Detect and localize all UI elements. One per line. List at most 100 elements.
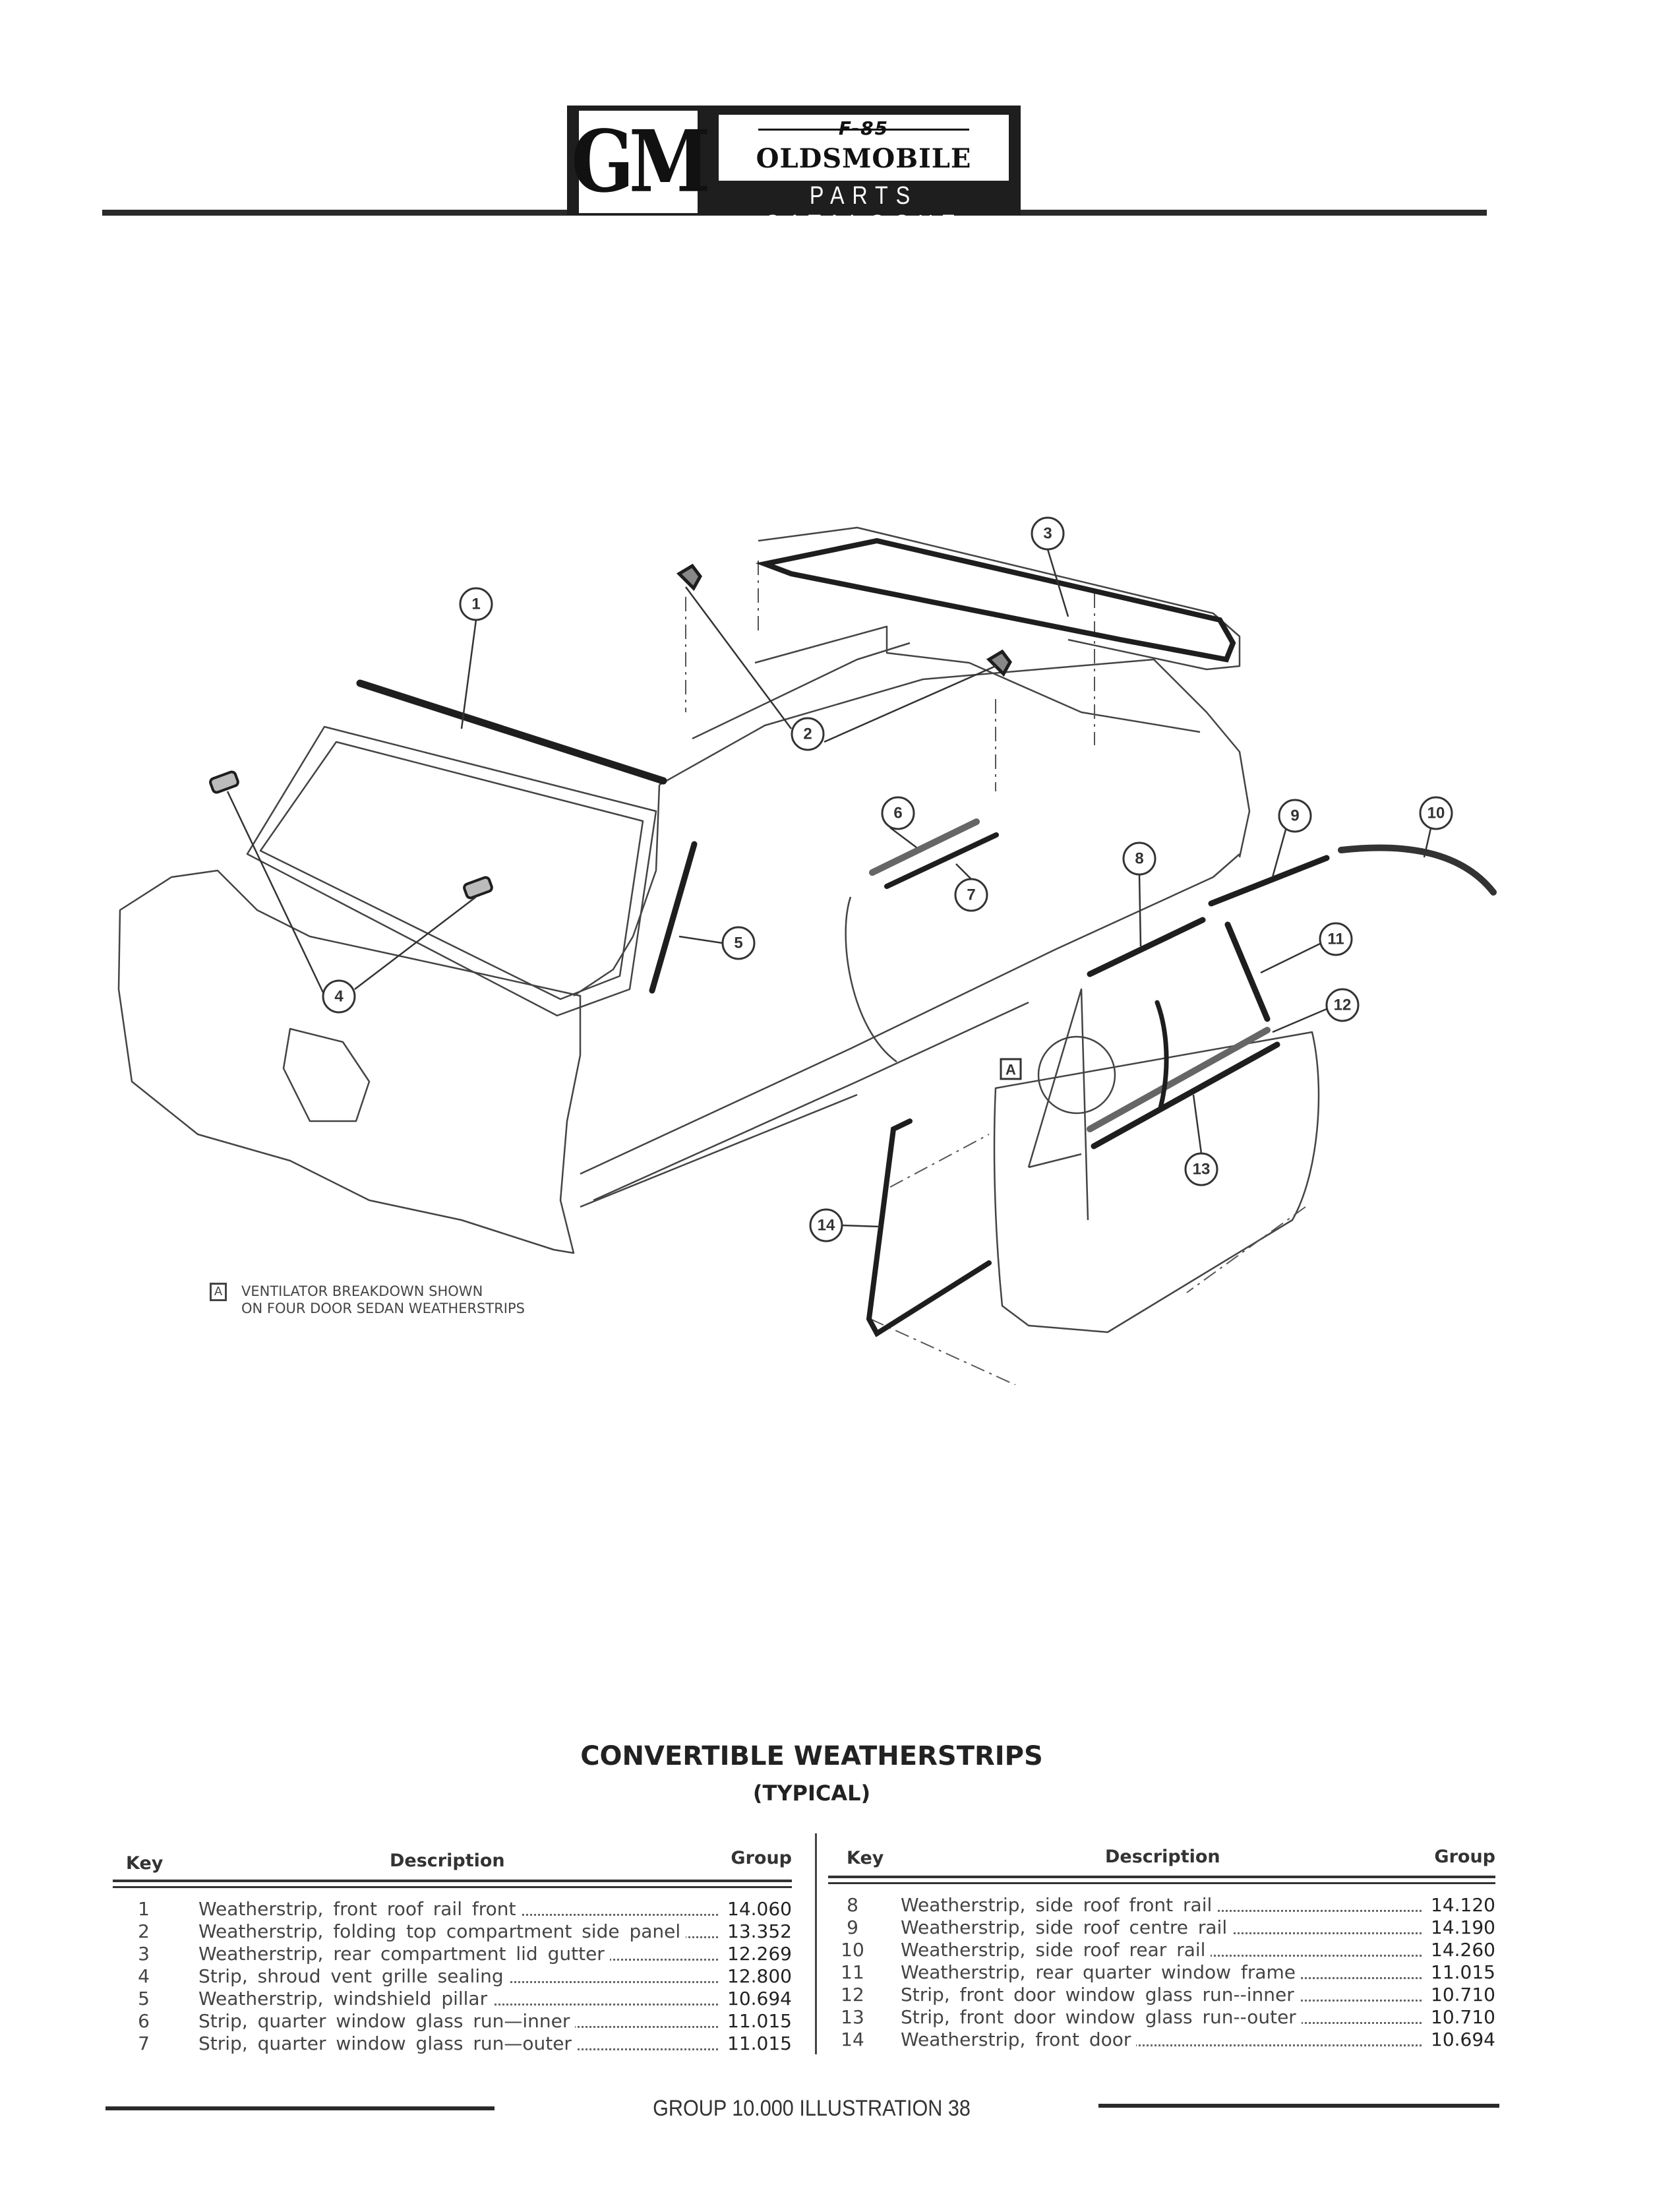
table-row: 8 Weatherstrip, side roof front rail 14.12… — [828, 1894, 1495, 1916]
row-group: 11.015 — [727, 2010, 792, 2032]
row-key: 7 — [138, 2033, 150, 2054]
row-group: 11.015 — [727, 2033, 792, 2054]
column-header-group: Group — [731, 1848, 792, 1868]
column-header-key: Key — [847, 1848, 884, 1868]
part-10 — [1338, 844, 1497, 896]
part-5 — [649, 841, 698, 994]
callout-number: 8 — [1135, 850, 1143, 868]
callout-circle — [459, 587, 493, 621]
note-line-2: ON FOUR DOOR SEDAN WEATHERSTRIPS — [241, 1301, 525, 1316]
row-description: Weatherstrip, front roof rail front — [198, 1898, 522, 1920]
row-description: Strip, shroud vent grille sealing — [198, 1965, 509, 1987]
row-group: 14.120 — [1431, 1894, 1495, 1916]
row-group: 10.694 — [727, 1988, 792, 2009]
part-3 — [755, 537, 1236, 663]
column-header-description: Description — [390, 1851, 505, 1871]
row-description: Weatherstrip, windshield pillar — [198, 1988, 493, 2009]
brand-box: F-85 OLDSMOBILE — [719, 115, 1009, 181]
column-header-description: Description — [1105, 1847, 1220, 1867]
table-row: 5 Weatherstrip, windshield pillar 10.694 — [113, 1988, 792, 2010]
callout-number: 1 — [471, 596, 480, 613]
note-line-1: VENTILATOR BREAKDOWN SHOWN — [241, 1283, 483, 1299]
callout-circle — [1031, 516, 1065, 551]
callout-number: 3 — [1043, 525, 1052, 543]
part-4b — [463, 876, 493, 900]
row-description: Strip, front door window glass run--oute… — [901, 2006, 1302, 2028]
callout-number: 12 — [1334, 996, 1352, 1014]
footer-rule-left — [105, 2106, 495, 2110]
row-description: Weatherstrip, rear quarter window frame — [901, 1961, 1301, 1983]
callout-circle — [881, 796, 915, 830]
catalogue-title: PARTS CATALOGUE — [764, 182, 963, 238]
row-description: Strip, quarter window glass run—outer — [198, 2033, 577, 2054]
callout-7: 7 — [954, 878, 988, 912]
row-key: 5 — [138, 1988, 150, 2009]
callout-6: 6 — [881, 796, 915, 830]
callout-circle — [791, 717, 825, 751]
table-row: 7 Strip, quarter window glass run—outer 11… — [113, 2033, 792, 2055]
table-divider — [815, 1833, 817, 2054]
callout-13: 13 — [1184, 1152, 1218, 1186]
part-2-clips — [676, 563, 1012, 677]
row-description: Weatherstrip, side roof front rail — [901, 1894, 1218, 1916]
part-4a — [209, 770, 239, 794]
leader-dash-lines — [685, 561, 1306, 1385]
callout-number: 13 — [1193, 1161, 1211, 1179]
callout-circle — [721, 926, 756, 960]
callout-leaders — [226, 549, 1432, 1228]
row-key: 10 — [841, 1939, 864, 1961]
callout-12: 12 — [1325, 988, 1360, 1022]
detail-marker-label: A — [1005, 1062, 1016, 1078]
row-group: 13.352 — [727, 1920, 792, 1942]
callout-circle — [1122, 842, 1156, 876]
callout-circle — [322, 979, 356, 1014]
callout-number: 7 — [967, 886, 975, 904]
callout-circle — [1419, 796, 1453, 830]
row-group: 14.060 — [727, 1898, 792, 1920]
callout-14: 14 — [809, 1208, 843, 1242]
callout-5: 5 — [721, 926, 756, 960]
column-header-group: Group — [1434, 1847, 1495, 1867]
callout-circle — [1325, 988, 1360, 1022]
row-group: 14.260 — [1431, 1939, 1495, 1961]
row-key: 1 — [138, 1898, 150, 1920]
table-row: 1 Weatherstrip, front roof rail front 14.0… — [113, 1898, 792, 1920]
table-row: 11 Weatherstrip, rear quarter window fram… — [828, 1961, 1495, 1984]
row-description: Weatherstrip, side roof centre rail — [901, 1916, 1233, 1938]
door-vent-strip — [1155, 1000, 1169, 1111]
callout-2: 2 — [791, 717, 825, 751]
callout-circle — [1184, 1152, 1218, 1186]
row-group: 10.710 — [1431, 1984, 1495, 2005]
callout-number: 2 — [803, 725, 812, 743]
part-12 — [1087, 1027, 1271, 1132]
gm-oldsmobile-logo: GM F-85 OLDSMOBILE PARTS CATALOGUE — [567, 106, 1021, 238]
row-description: Weatherstrip, front door — [901, 2029, 1137, 2050]
callout-circle — [1278, 799, 1312, 833]
row-key: 8 — [847, 1894, 858, 1916]
callout-3: 3 — [1031, 516, 1065, 551]
callout-circle — [809, 1208, 843, 1242]
gm-logo-mark: GM — [571, 110, 711, 214]
row-description: Strip, front door window glass run--inne… — [901, 1984, 1300, 2005]
illustration-title: CONVERTIBLE WEATHERSTRIPS — [580, 1741, 1043, 1771]
row-group: 14.190 — [1431, 1916, 1495, 1938]
callout-10: 10 — [1419, 796, 1453, 830]
row-group: 10.694 — [1431, 2029, 1495, 2050]
callout-number: 6 — [893, 805, 902, 822]
row-key: 11 — [841, 1961, 864, 1983]
callout-number: 10 — [1427, 805, 1445, 822]
column-header-key: Key — [126, 1853, 164, 1874]
callout-9: 9 — [1278, 799, 1312, 833]
callout-circle — [1319, 922, 1353, 956]
callout-1: 1 — [459, 587, 493, 621]
part-9 — [1208, 855, 1330, 907]
model-badge: F-85 — [719, 117, 1009, 139]
